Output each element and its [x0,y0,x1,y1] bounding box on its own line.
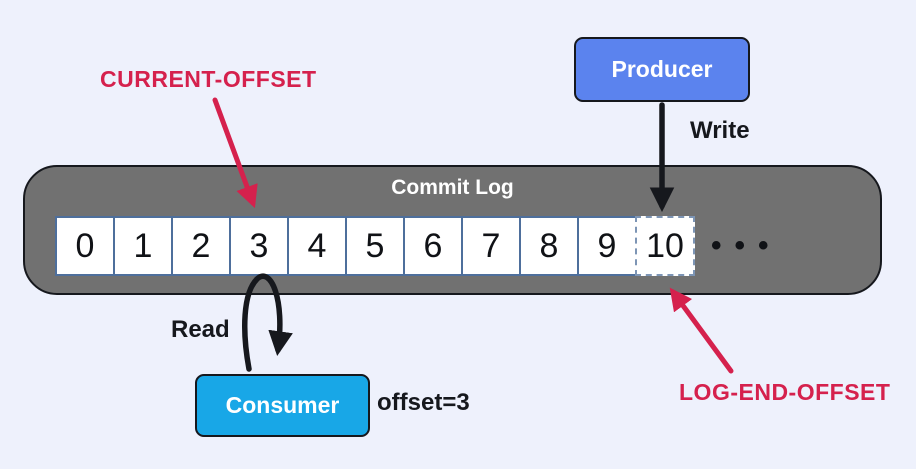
log-cell-7: 7 [461,216,521,276]
log-cell-2: 2 [171,216,231,276]
log-cell-8: 8 [519,216,579,276]
consumer-offset-label: offset=3 [377,389,470,416]
log-cell-3: 3 [229,216,289,276]
producer-box: Producer [574,37,750,102]
producer-label: Producer [611,56,713,82]
current-offset-label: CURRENT-OFFSET [100,66,317,92]
commit-log-title: Commit Log [391,176,514,199]
write-label: Write [690,117,750,144]
consumer-box: Consumer [195,374,370,437]
log-cell-6: 6 [403,216,463,276]
log-cell-5: 5 [345,216,405,276]
log-cell-1: 1 [113,216,173,276]
log-end-offset-label: LOG-END-OFFSET [679,379,891,405]
log-cell-4: 4 [287,216,347,276]
log-cell-9: 9 [577,216,637,276]
log-cell-0: 0 [55,216,115,276]
log-ellipsis: ••• [711,229,782,262]
consumer-label: Consumer [225,392,340,418]
log-end-offset-arrow [669,287,734,374]
log-cell-10: 10 [635,216,695,276]
read-label: Read [171,316,230,343]
